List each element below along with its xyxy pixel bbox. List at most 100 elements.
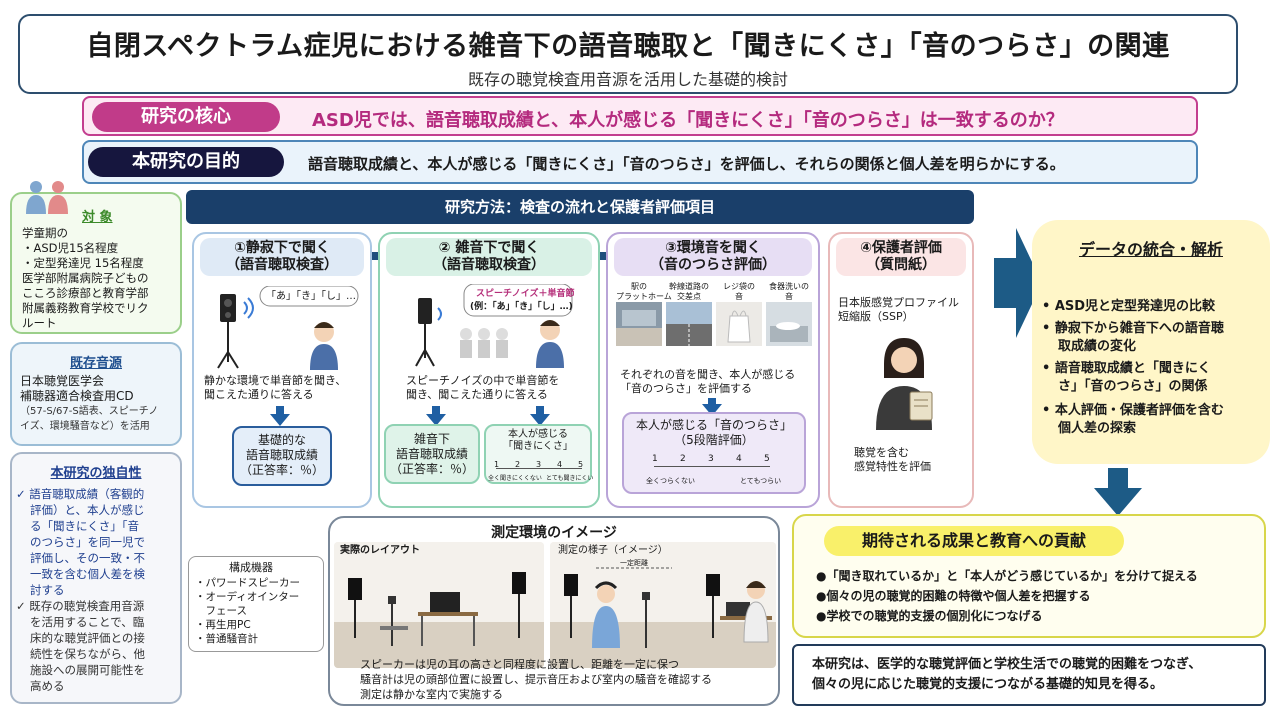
scale-high-label: とても聞きにくい [546, 475, 594, 482]
subject-line: ルート [22, 316, 57, 330]
uniqueness-line: 高める [30, 679, 65, 693]
equipment-item: ・普通騒音計 [195, 633, 258, 645]
outcome-item: ●「聞き取れているか」と「本人がどう感じているか」を分けて捉える [816, 569, 1198, 583]
subject-line: ・ASD児15名程度 [22, 241, 119, 255]
subject-line: 附属義務教育学校でリク [22, 301, 149, 315]
uniqueness-line: ✓ 語音聴取成績（客観的 [16, 487, 145, 501]
source-line: イズ、環境騒音など）を活用 [20, 421, 150, 432]
down-arrow-icon [270, 406, 290, 426]
analysis-item-text: 取成績の変化 [1058, 339, 1137, 354]
train-platform-image [616, 302, 662, 346]
environment-note: 測定は静かな室内で実施する [360, 688, 503, 701]
subject-line: 医学部附属病院子どもの [22, 271, 149, 285]
distance-label: 一定距離 [620, 559, 648, 567]
step1-result: 基礎的な 語音聴取成績 （正答率：％） [232, 426, 332, 486]
step4-tool: 短縮版（SSP） [838, 310, 914, 323]
uniqueness-line: 一致を含む個人差を検 [30, 567, 145, 581]
scale-tick-label: 2 [515, 460, 521, 469]
measurement-photo: 測定の様子（イメージ） 一定距離 [550, 542, 776, 668]
outcomes-title: 期待される成果と教育への貢献 [824, 526, 1124, 556]
right-arrow-icon [994, 228, 1042, 338]
equipment-title: 構成機器 [229, 561, 273, 574]
uniqueness-line: 討する [30, 583, 65, 597]
scale-tick-label: 1 [494, 460, 500, 469]
sound-label: 交差点 [677, 292, 701, 301]
step2-result-line: （正答率：％） [389, 462, 474, 476]
analysis-item-text: 個人差の探索 [1058, 421, 1137, 436]
core-label: 研究の核心 [92, 102, 280, 132]
purpose-bar: 本研究の目的 語音聴取成績と、本人が感じる「聞きにくさ」「音のつらさ」を評価し、… [82, 140, 1198, 184]
source-line: （57-S/67-S語表、スピーチノ [20, 406, 159, 417]
equipment-item: ・オーディオインター [195, 591, 300, 603]
step2-subtitle: （語音聴取検査） [433, 257, 545, 273]
method-banner: 研究方法：検査の流れと保護者評価項目 [186, 190, 974, 224]
step1-bubble-text: 「あ」「き」「し」… [266, 291, 356, 302]
step2-bubble-text: (例：「あ」「き」「し」…) [470, 302, 573, 312]
sound-label: 音 [735, 292, 743, 301]
core-question-bar: 研究の核心 ASD児では、語音聴取成績と、本人が感じる「聞きにくさ」「音のつらさ… [82, 96, 1198, 136]
down-arrow-icon [426, 406, 446, 426]
step2-result-line: 雑音下 [413, 432, 450, 446]
step2-desc: 聞き、聞こえた通りに答える [406, 388, 548, 401]
step3-title: ③環境音を聞く [665, 240, 761, 256]
uniqueness-line: を活用することで、臨 [30, 615, 145, 629]
analysis-item: • ASD児と定型発達児の比較 [1042, 299, 1216, 314]
uniqueness-title: 本研究の独自性 [50, 466, 142, 481]
analysis-item-text: 語音聴取成績と「聞きにく [1054, 361, 1211, 376]
step3-subtitle: （音のつらさ評価） [650, 257, 776, 273]
subject-line: こころ診療部と教育学部 [22, 286, 149, 300]
people-icon [26, 181, 68, 214]
step4-subtitle: （質問紙） [866, 257, 936, 273]
source-title: 既存音源 [69, 356, 122, 371]
step-environmental-sounds: ③環境音を聞く （音のつらさ評価） 駅の プラットホーム 幹線道路の 交差点 レ… [606, 232, 820, 508]
measurement-photo-label: 測定の様子（イメージ） [558, 545, 668, 556]
step-quiet-listening: ①静寂下で聞く （語音聴取検査） 「あ」「き」「し」… 静かな環境で単音節を聞き… [192, 232, 372, 508]
scale-tick-label: 4 [736, 454, 742, 464]
page-subtitle: 既存の聴覚検査用音源を活用した基礎的検討 [467, 70, 788, 89]
measurement-scene-illustration [550, 542, 776, 668]
uniqueness-line: のつらさ」を同一児で [30, 535, 145, 549]
conclusion-box: 本研究は、医学的な聴覚評価と学校生活での聴覚的困難をつなぎ、 個々の児に応じた聴… [792, 644, 1266, 706]
step4-title: ④保護者評価 [860, 240, 942, 256]
plastic-bag-image [716, 302, 762, 346]
environment-note: スピーカーは児の耳の高さと同程度に設置し、距離を一定に保つ [360, 658, 679, 671]
sound-label: プラットホーム [616, 292, 672, 301]
layout-photo-label: 実際のレイアウト [340, 545, 420, 556]
step1-desc: 聞こえた通りに答える [204, 388, 314, 401]
analysis-item: • 本人評価・保護者評価を含む [1042, 403, 1224, 418]
step3-desc: それぞれの音を聞き、本人が感じる [620, 368, 796, 381]
environment-title: 測定環境のイメージ [491, 525, 617, 541]
down-arrow-icon [530, 406, 550, 426]
analysis-item-text: 静寂下から雑音下への語音聴 [1054, 321, 1224, 336]
sound-label: 音 [785, 292, 793, 301]
uniqueness-line: 続性を保ちながら、他 [30, 647, 145, 661]
conclusion-line: 個々の児に応じた聴覚的支援につながる基礎的知見を得る。 [812, 677, 1164, 692]
scale-tick-label: 4 [557, 460, 563, 469]
outcomes-box: 期待される成果と教育への貢献 ●「聞き取れているか」と「本人がどう感じているか」… [792, 514, 1266, 638]
conclusion-line: 本研究は、医学的な聴覚評価と学校生活での聴覚的困難をつなぎ、 [812, 657, 1202, 672]
uniqueness-line: 評価し、その一致・不 [30, 551, 145, 565]
step3-desc: 「音のつらさ」を評価する [620, 382, 752, 395]
step2-desc: スピーチノイズの中で単音節を [406, 374, 560, 387]
analysis-item-text: さ」「音のつらさ」の関係 [1058, 379, 1208, 394]
core-question-text: ASD児では、語音聴取成績と、本人が感じる「聞きにくさ」「音のつらさ」は一致する… [312, 110, 1064, 131]
scale-low-label: 全くつらくない [646, 477, 695, 485]
uniqueness-line: 床的な聴覚評価との接 [30, 631, 145, 645]
step4-desc: 聴覚を含む [854, 446, 909, 459]
scale-tick-label: 5 [764, 454, 770, 464]
down-arrow-icon [702, 398, 722, 416]
down-arrow-icon [1094, 468, 1142, 516]
step2-title: ② 雑音下で聞く [438, 240, 540, 256]
scale-tick-label: 3 [536, 460, 542, 469]
measurement-environment-box: 測定環境のイメージ 実際のレイアウト 測定 [328, 516, 780, 706]
sound-label: レジ袋の [723, 282, 755, 291]
title-box: 自閉スペクトラム症児における雑音下の語音聴取と「聞きにくさ」「音のつらさ」の関連… [18, 14, 1238, 94]
step1-desc: 静かな環境で単音節を聞き、 [204, 374, 347, 387]
uniqueness-box: 本研究の独自性 ✓ 語音聴取成績（客観的 評価）と、本人が感じ る「聞きにくさ」… [10, 452, 182, 704]
purpose-text: 語音聴取成績と、本人が感じる「聞きにくさ」「音のつらさ」を評価し、それらの関係と… [308, 155, 1065, 173]
sound-label: 幹線道路の [669, 282, 709, 291]
step4-tool: 日本版感覚プロファイル [838, 296, 959, 309]
step1-result-line: 語音聴取成績 [245, 448, 318, 462]
step1-subtitle: （語音聴取検査） [226, 257, 338, 273]
data-integration-title: データの統合・解析 [1078, 240, 1223, 259]
